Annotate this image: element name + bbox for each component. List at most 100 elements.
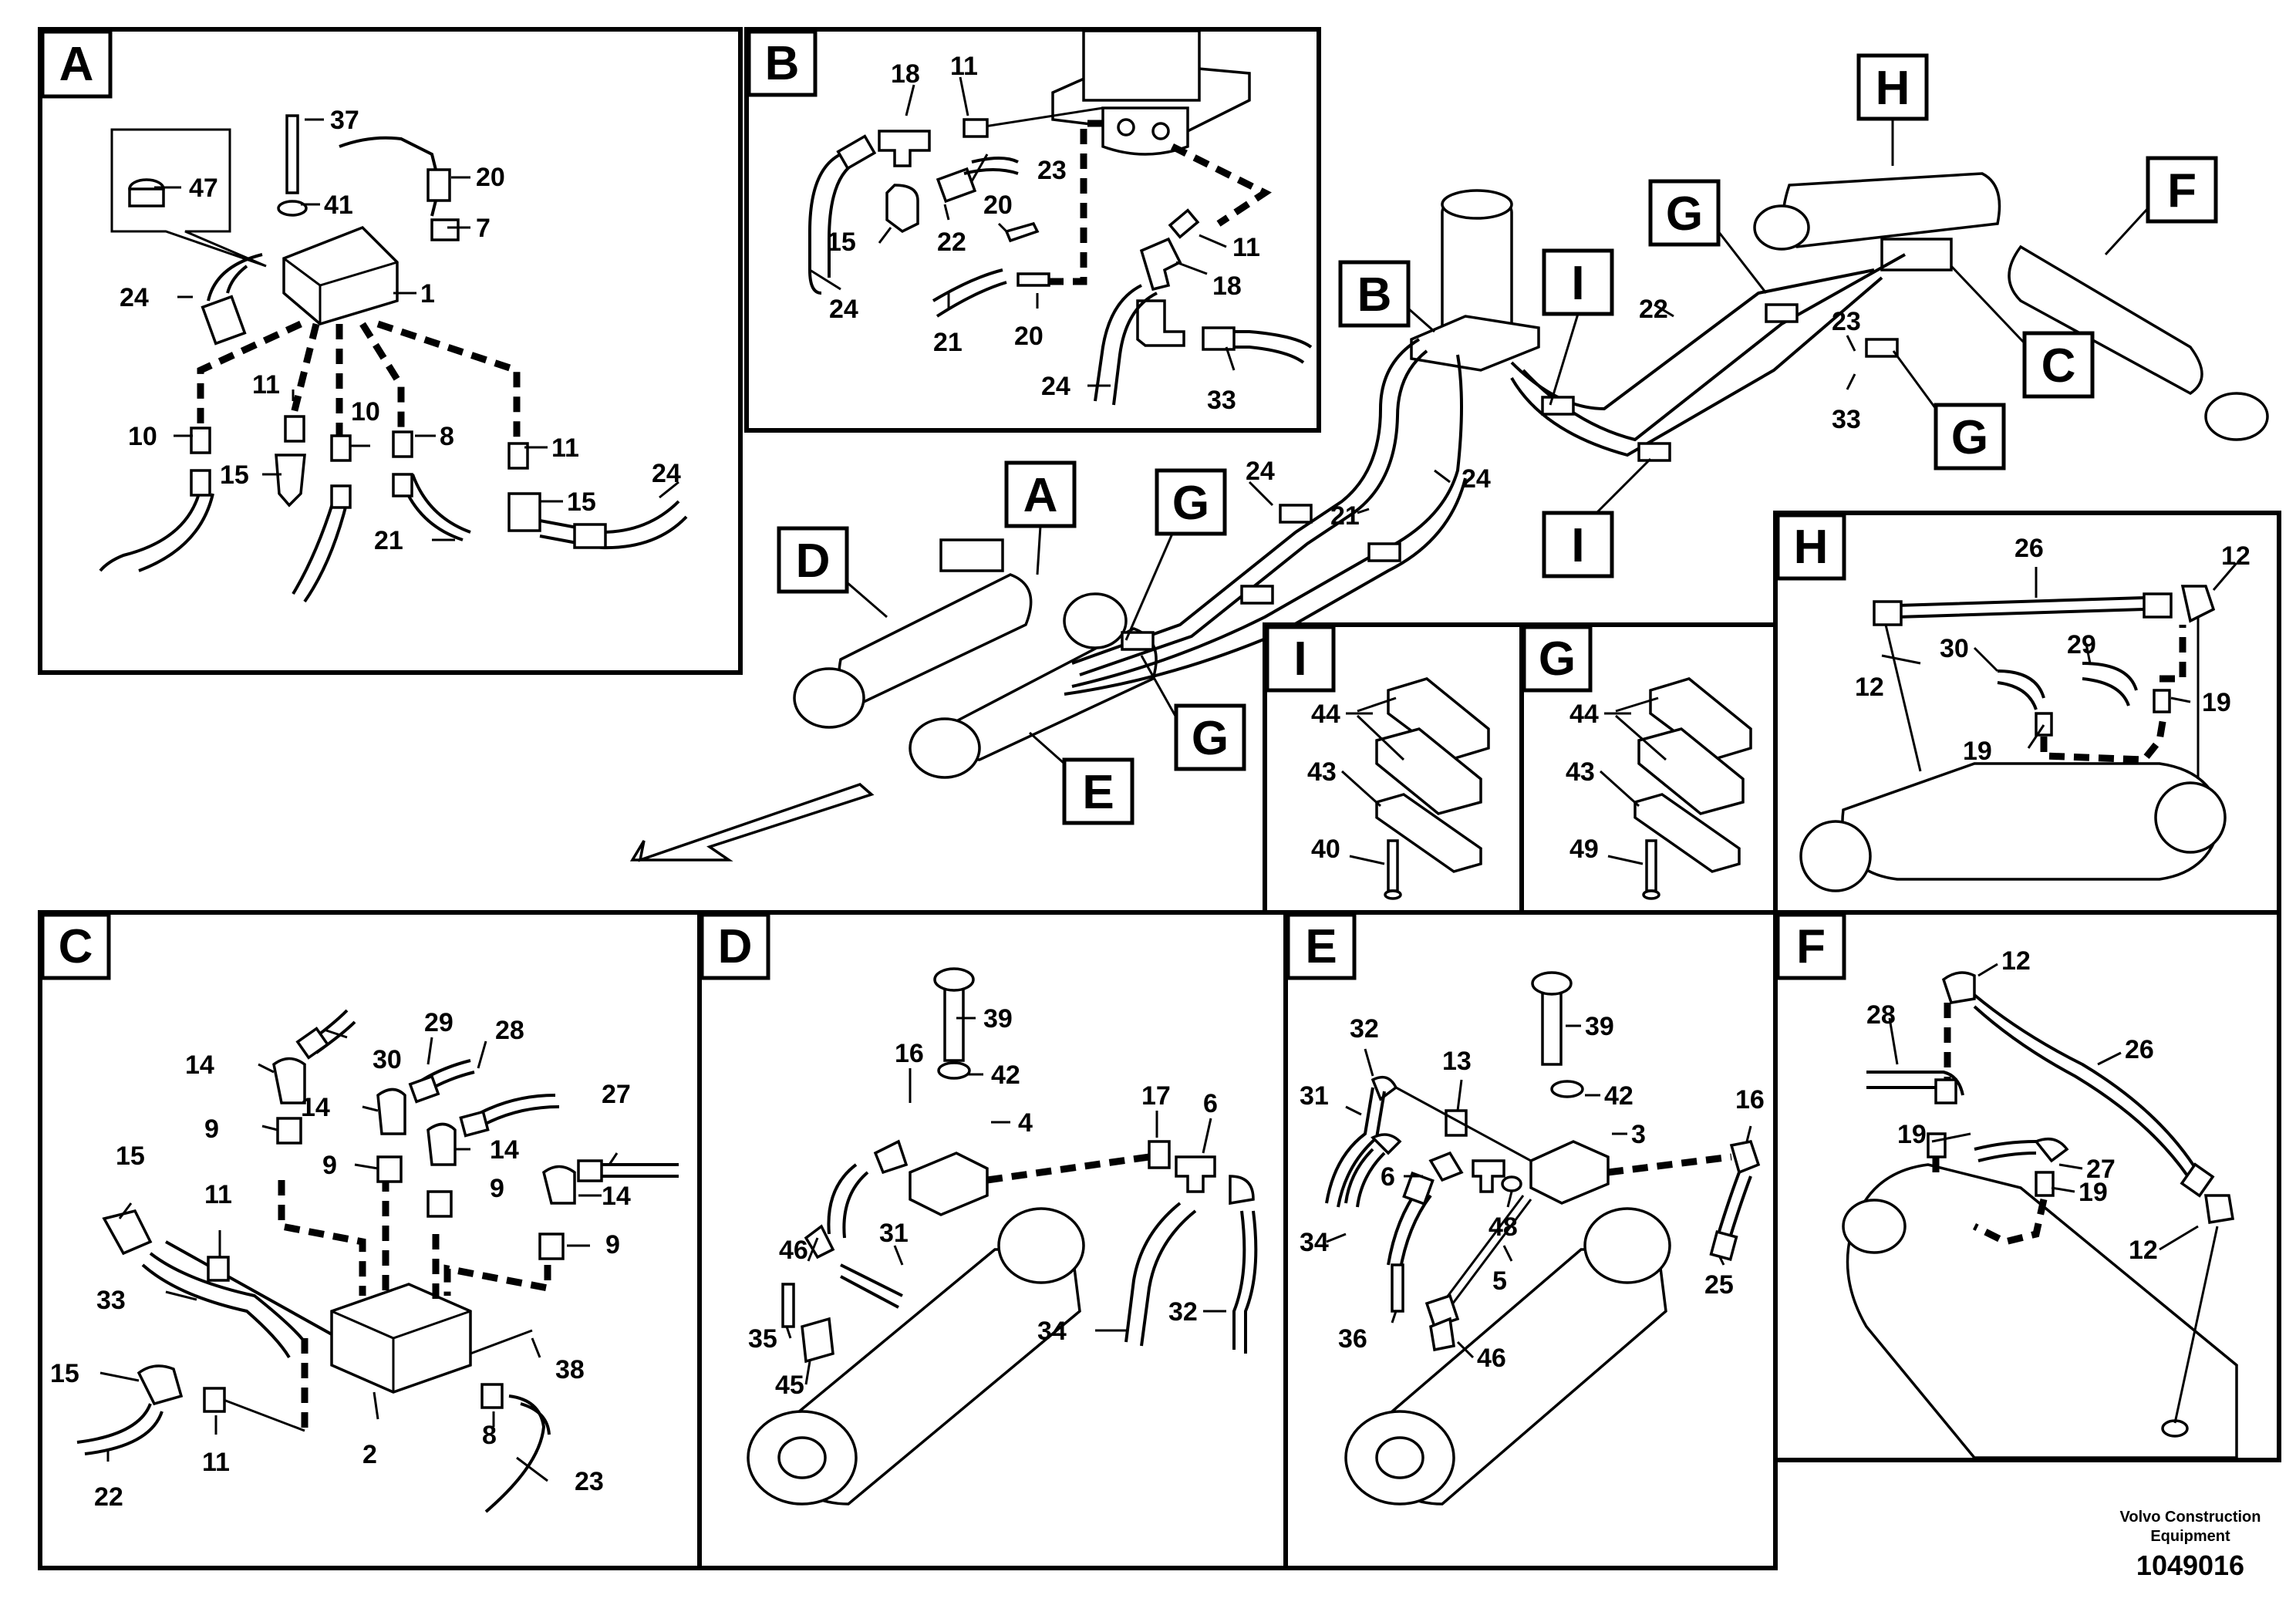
cylinder-e-rod-eye	[1583, 1207, 1671, 1284]
swivel-top	[1082, 29, 1201, 102]
fitting-19-h-right	[2153, 689, 2171, 713]
panel-e: E 32 39 13 31 42 16	[1283, 910, 1778, 1570]
clip-45	[801, 1317, 834, 1364]
ferrule-28	[459, 1110, 490, 1138]
tee-e	[1472, 1159, 1505, 1193]
pn-b-4: 22	[937, 228, 966, 257]
fitting-20-lower	[1017, 272, 1050, 287]
overview-clamp-3	[1279, 504, 1313, 524]
panel-f-leaders	[1888, 963, 2219, 1424]
pn-e-13: 46	[1477, 1344, 1506, 1373]
ferrule-29	[408, 1074, 440, 1104]
pn-a-10: 8	[440, 422, 454, 451]
plate-43-g	[1633, 793, 1741, 873]
overview-part-numbers: 22 23 33 24 21 24	[1246, 295, 1861, 531]
hose-20	[339, 136, 442, 217]
pn-c-11: 9	[490, 1174, 504, 1203]
pn-c-2: 28	[495, 1016, 524, 1045]
hose-23-c	[484, 1394, 551, 1513]
panel-a-leaders	[154, 118, 679, 541]
overview-hose-23	[1510, 276, 1883, 457]
panel-i-letter: I	[1293, 632, 1306, 686]
overview-cylinder-f	[2008, 244, 2203, 396]
overview-eye-a	[1063, 592, 1128, 649]
clip-46-e	[1429, 1317, 1455, 1352]
pn-f-1: 28	[1866, 1000, 1896, 1030]
hose-24-b-left	[808, 153, 858, 295]
pn-ov-0: 22	[1639, 295, 1668, 324]
clamp-half-top-g	[1649, 677, 1752, 761]
callout-i-top-leader	[1549, 313, 1580, 406]
pn-g-2: 49	[1569, 835, 1599, 864]
pn-f-3: 19	[1897, 1120, 1927, 1149]
pn-a-4: 7	[476, 214, 491, 243]
callout-e-leader	[1029, 731, 1065, 765]
dash-line-c1	[278, 1180, 366, 1296]
fitting-20-upper	[1004, 221, 1040, 243]
fitting-20	[426, 168, 451, 202]
pn-i-2: 40	[1311, 835, 1340, 864]
tee-18	[878, 130, 931, 167]
panel-a: A 47	[38, 27, 743, 675]
elbow-14-a	[272, 1057, 306, 1104]
plate-43-i	[1375, 793, 1482, 873]
panel-d-tag	[700, 912, 770, 980]
overview-eye-f	[2204, 392, 2269, 441]
panel-f-part-numbers: 12 28 26 19 27 19 12	[1866, 946, 2158, 1265]
pn-c-1: 29	[424, 1008, 453, 1037]
block-3	[1529, 1140, 1610, 1205]
panel-f-tag	[1775, 912, 1846, 980]
clamp-half-bottom-i	[1375, 727, 1482, 815]
manifold-block-1	[282, 225, 399, 325]
panel-e-part-numbers: 32 39 13 31 42 16 3 6 48 34 5 25 36 46	[1300, 1012, 1765, 1373]
bolt-39-e	[1541, 986, 1563, 1066]
panel-e-leaders	[1326, 1024, 1752, 1359]
ferrule-27	[577, 1159, 603, 1182]
pn-c-15: 38	[555, 1355, 585, 1384]
bolt-49-head	[1642, 889, 1660, 900]
pn-b-9: 21	[933, 328, 963, 357]
pn-ov-3: 24	[1246, 457, 1275, 486]
pn-c-19: 11	[202, 1448, 230, 1477]
callout-i-bottom-box	[1542, 511, 1614, 578]
overview-eye-e	[909, 717, 981, 779]
callout-h: H	[1876, 62, 1910, 115]
panel-g-letter: G	[1539, 632, 1576, 686]
callout-d: D	[796, 534, 831, 588]
pn-f-6: 12	[2129, 1236, 2158, 1265]
overview-leaders	[1248, 303, 1856, 514]
pn-a-8: 10	[128, 422, 157, 451]
callout-g-top-box	[1648, 179, 1721, 247]
panel-b-tag	[747, 29, 818, 97]
fitting-11-lower	[1168, 208, 1200, 239]
ferrule-8	[392, 473, 413, 497]
pn-d-4: 4	[1018, 1108, 1033, 1138]
hose-33-c	[141, 1252, 306, 1359]
pn-e-3: 31	[1300, 1081, 1329, 1111]
panel-c-tag	[40, 912, 111, 980]
dash-line-f3	[1972, 1199, 2048, 1246]
pn-h-2: 12	[1855, 673, 1884, 702]
pn-c-5: 9	[204, 1114, 219, 1144]
callout-e-box	[1062, 757, 1135, 825]
pn-b-8: 24	[829, 295, 858, 324]
overview-cylinder-h	[1782, 172, 2001, 248]
hose-29	[2082, 662, 2138, 706]
pn-b-1: 11	[950, 52, 978, 81]
panel-d-leaders	[785, 1017, 1226, 1385]
pn-a-7: 11	[252, 370, 280, 400]
pn-f-2: 26	[2125, 1035, 2154, 1064]
callout-c-box	[2022, 331, 2095, 399]
pn-ov-4: 21	[1330, 501, 1360, 531]
hose-left	[99, 493, 214, 572]
pn-d-11: 32	[1168, 1297, 1198, 1327]
pn-e-9: 34	[1300, 1228, 1329, 1257]
panel-a-frame	[38, 27, 743, 675]
pn-a-14: 24	[652, 459, 681, 488]
dash-line-b2	[1170, 143, 1272, 227]
pn-e-7: 6	[1381, 1162, 1395, 1192]
callout-b: B	[1357, 268, 1392, 322]
callout-g-mid-box	[1155, 468, 1227, 536]
panel-c-part-numbers: 30 29 28 14 14 9 9 27 14 15 11 9 14 33 9…	[50, 1008, 631, 1512]
fitting-15	[275, 454, 306, 508]
